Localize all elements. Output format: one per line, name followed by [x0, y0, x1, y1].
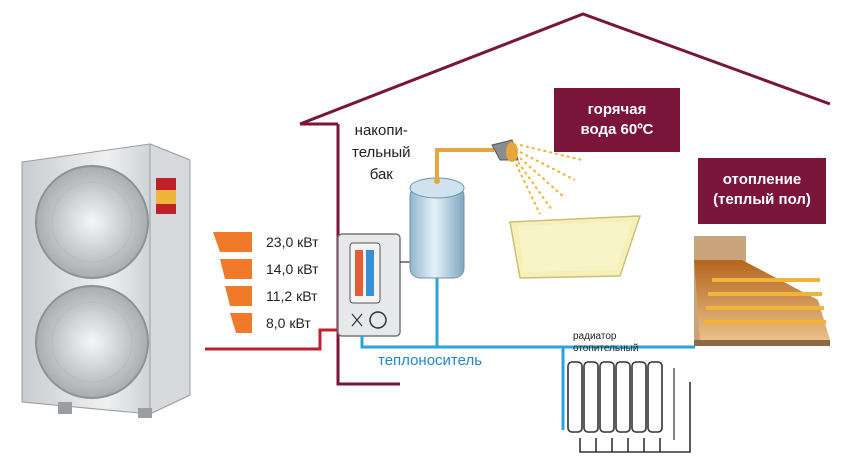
underfloor-heating [694, 236, 830, 346]
hot-water-box: горячая вода 60ºС [554, 88, 680, 152]
tank-label-line: тельный [352, 144, 411, 161]
house-outline [299, 12, 831, 126]
power-bar [213, 232, 252, 252]
heating-line: (теплый пол) [713, 191, 811, 208]
tank-label-line: накопи- [354, 122, 408, 139]
outdoor-unit [21, 143, 191, 418]
hot-water-pipe [435, 148, 494, 181]
bathtub [509, 215, 642, 279]
water-spray [515, 144, 583, 215]
power-label: 23,0 кВт [266, 234, 319, 250]
hot-water-line: горячая [587, 101, 647, 118]
carrier-pipe [360, 336, 695, 349]
power-bar [230, 313, 252, 333]
power-label: 8,0 кВт [266, 315, 311, 331]
heating-line: отопление [722, 171, 802, 188]
power-label: 11,2 кВт [266, 288, 318, 304]
radiator [567, 361, 691, 453]
hot-water-line: вода 60ºС [580, 121, 654, 138]
shower-head-icon [491, 139, 519, 162]
radiator-label-line: отопительный [573, 343, 639, 354]
radiator-label-line: радиатор [573, 331, 617, 342]
heat-carrier-label: теплоноситель [378, 352, 483, 369]
tank-label-line: бак [369, 166, 393, 183]
power-label: 14,0 кВт [266, 261, 319, 277]
heating-box: отопление (теплый пол) [698, 158, 826, 224]
power-bar [225, 286, 252, 306]
refrigerant-pipe [205, 328, 348, 351]
storage-tank [409, 177, 465, 279]
power-bar [220, 259, 252, 279]
radiator-label: радиатор отопительный [573, 331, 638, 355]
hydro-module [337, 233, 401, 337]
power-bars [213, 232, 252, 333]
tank-label: накопи- тельный бак [352, 120, 411, 186]
house-inner-wall [336, 124, 400, 386]
